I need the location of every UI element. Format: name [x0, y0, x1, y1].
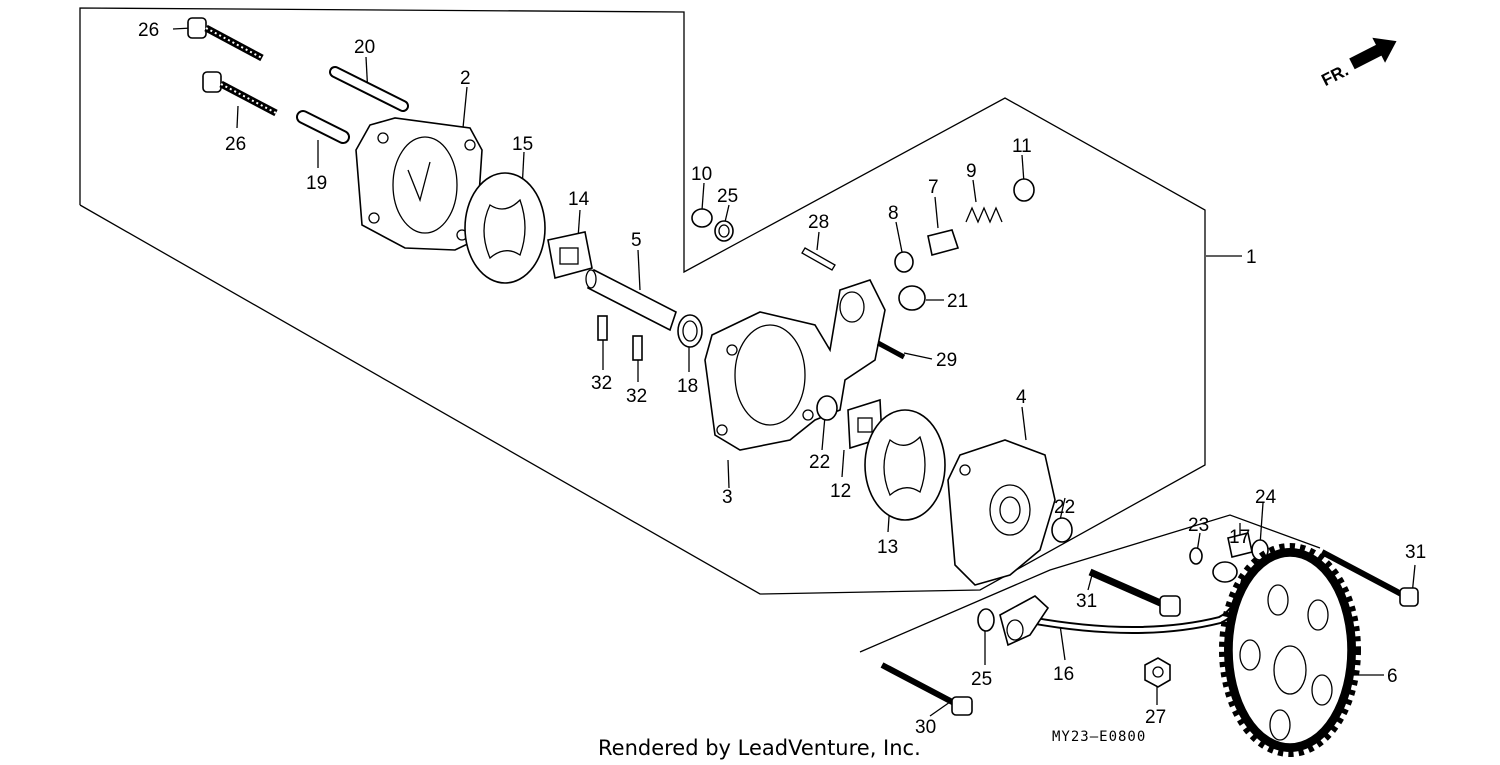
- driven-sprocket-6: [1219, 543, 1361, 757]
- callout-label: 7: [928, 177, 939, 198]
- callout-label: 29: [936, 350, 957, 371]
- callout-label: 31: [1405, 542, 1426, 563]
- direction-label: FR.: [1318, 61, 1351, 90]
- callout-label: 3: [722, 487, 733, 508]
- callout-labels: 26 20 2 26 19 15 14 5 10 25 28 8 7 9 11 …: [138, 20, 1426, 738]
- pump-shaft-5: [585, 268, 677, 332]
- callout-label: 13: [877, 537, 898, 558]
- callout-label: 20: [354, 37, 375, 58]
- callout-label: 22: [809, 452, 830, 473]
- callout-label: 32: [591, 373, 612, 394]
- callout-label: 26: [225, 134, 246, 155]
- seal-8: [894, 251, 914, 273]
- cotter-pin-28: [801, 247, 836, 271]
- front-direction-indicator: FR.: [1318, 37, 1397, 90]
- callout-label: 15: [512, 134, 533, 155]
- callout-label: 23: [1188, 515, 1209, 536]
- callout-label: 9: [966, 161, 977, 182]
- callout-label: 28: [808, 212, 829, 233]
- plug-11: [1013, 178, 1035, 202]
- callout-label: 25: [717, 186, 738, 207]
- callout-label: 16: [1053, 664, 1074, 685]
- pump-cover-4: [947, 439, 1056, 586]
- inner-rotor-14: [547, 231, 593, 279]
- outer-rotor-13: [864, 409, 946, 521]
- callout-label: 11: [1012, 136, 1032, 157]
- dowel-pin-32a: [597, 315, 608, 341]
- callout-label: 19: [306, 173, 327, 194]
- assembly-outline: [79, 7, 1321, 653]
- callout-label: 31: [1076, 591, 1097, 612]
- cap-21: [898, 285, 926, 311]
- callout-label: 14: [568, 189, 590, 210]
- rendered-by-credit: Rendered by LeadVenture, Inc.: [598, 736, 921, 760]
- callout-label: 27: [1145, 707, 1166, 728]
- callout-label: 17: [1229, 527, 1250, 548]
- callout-label: 4: [1016, 387, 1027, 408]
- pin-19: [296, 110, 350, 144]
- callout-label: 30: [915, 717, 936, 738]
- callout-label: 6: [1387, 666, 1398, 687]
- callout-label: 18: [677, 376, 698, 397]
- washer-23: [1189, 547, 1203, 565]
- spring-pin-29: [876, 340, 906, 360]
- bolt-31-right: [1320, 549, 1419, 607]
- callout-label: 8: [888, 203, 899, 224]
- outer-rotor-15: [464, 172, 546, 284]
- callout-label: 12: [830, 481, 851, 502]
- callout-label: 2: [460, 68, 471, 89]
- callout-label: 10: [691, 164, 712, 185]
- pin-20: [329, 66, 409, 112]
- spring-9: [965, 206, 1003, 224]
- callout-label: 24: [1255, 487, 1277, 508]
- oil-pipe-16: [999, 561, 1249, 647]
- callout-label: 25: [971, 669, 992, 690]
- callout-label: 26: [138, 20, 159, 41]
- arrow-icon: [1349, 37, 1397, 70]
- nut-27: [1144, 657, 1171, 688]
- o-ring-25b: [977, 608, 995, 632]
- seal-22b: [1051, 517, 1073, 543]
- callout-label: 22: [1054, 497, 1075, 518]
- callout-label: 5: [631, 230, 642, 251]
- callout-label: 1: [1246, 247, 1257, 268]
- relief-valve-7: [927, 229, 960, 256]
- collar-10: [691, 208, 713, 228]
- bolt-30: [880, 662, 973, 716]
- diagram-code: MY23–E0800: [1052, 729, 1146, 745]
- pump-cover-2: [355, 117, 483, 251]
- seal-22a: [816, 395, 838, 421]
- callout-label: 32: [626, 386, 647, 407]
- bolt-31-middle: [1088, 568, 1181, 617]
- callout-label: 21: [947, 291, 968, 312]
- pump-body-3: [704, 279, 886, 451]
- bolt-26-upper: [187, 17, 264, 62]
- dowel-pin-32b: [632, 335, 643, 361]
- parts: [187, 17, 1419, 757]
- bolt-26-lower: [202, 71, 278, 117]
